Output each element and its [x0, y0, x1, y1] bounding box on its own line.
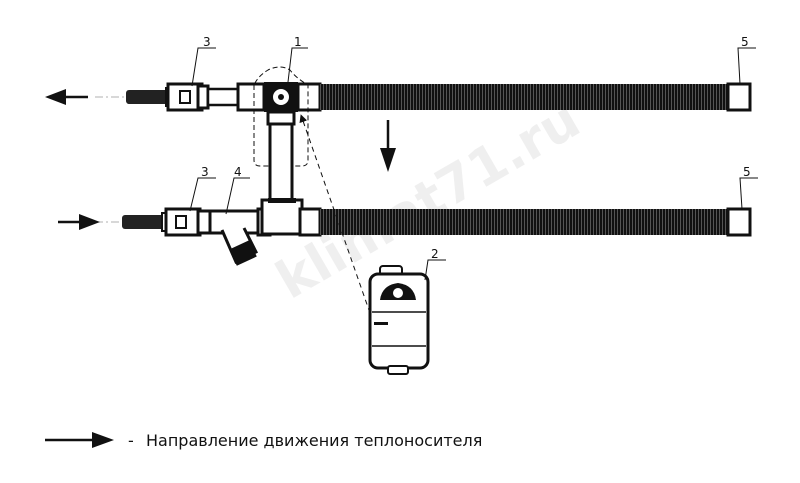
corrugated-hose-bottom: [320, 209, 730, 235]
corrugated-hose-top: [320, 84, 730, 110]
legend: - Направление движения теплоносителя: [45, 431, 482, 450]
actuator: [368, 265, 430, 375]
hose-end-fitting-bottom: [726, 207, 752, 237]
ball-valve-top: [166, 82, 210, 112]
flow-arrow-down-icon: [380, 120, 396, 172]
leader-lines: [189, 47, 758, 281]
top-pipeline: [45, 66, 752, 167]
legend-dash: -: [128, 431, 134, 450]
hose-end-fitting-top: [726, 82, 752, 112]
label-ball-valve-bottom: 3: [201, 165, 209, 179]
label-hose-end-top: 5: [741, 35, 749, 49]
label-hose-end-bottom: 5: [743, 165, 751, 179]
y-strainer: [208, 209, 262, 266]
tee-fitting: [260, 198, 304, 236]
flow-arrow-left-icon: [45, 89, 88, 105]
mixing-valve: [264, 82, 298, 126]
label-strainer: 4: [234, 165, 242, 179]
bypass-pipe: [268, 122, 294, 206]
bottom-pipeline: [58, 198, 752, 266]
label-ball-valve-top: 3: [203, 35, 211, 49]
actuator-link-line: [299, 114, 371, 314]
ball-valve-bottom: [164, 207, 212, 237]
legend-text: Направление движения теплоносителя: [146, 431, 482, 450]
label-actuator: 2: [431, 247, 439, 261]
label-valve-assembly: 1: [294, 35, 302, 49]
flow-arrow-right-icon: [58, 214, 100, 230]
legend-arrow-icon: [45, 432, 114, 448]
valve-handle: [126, 90, 168, 104]
